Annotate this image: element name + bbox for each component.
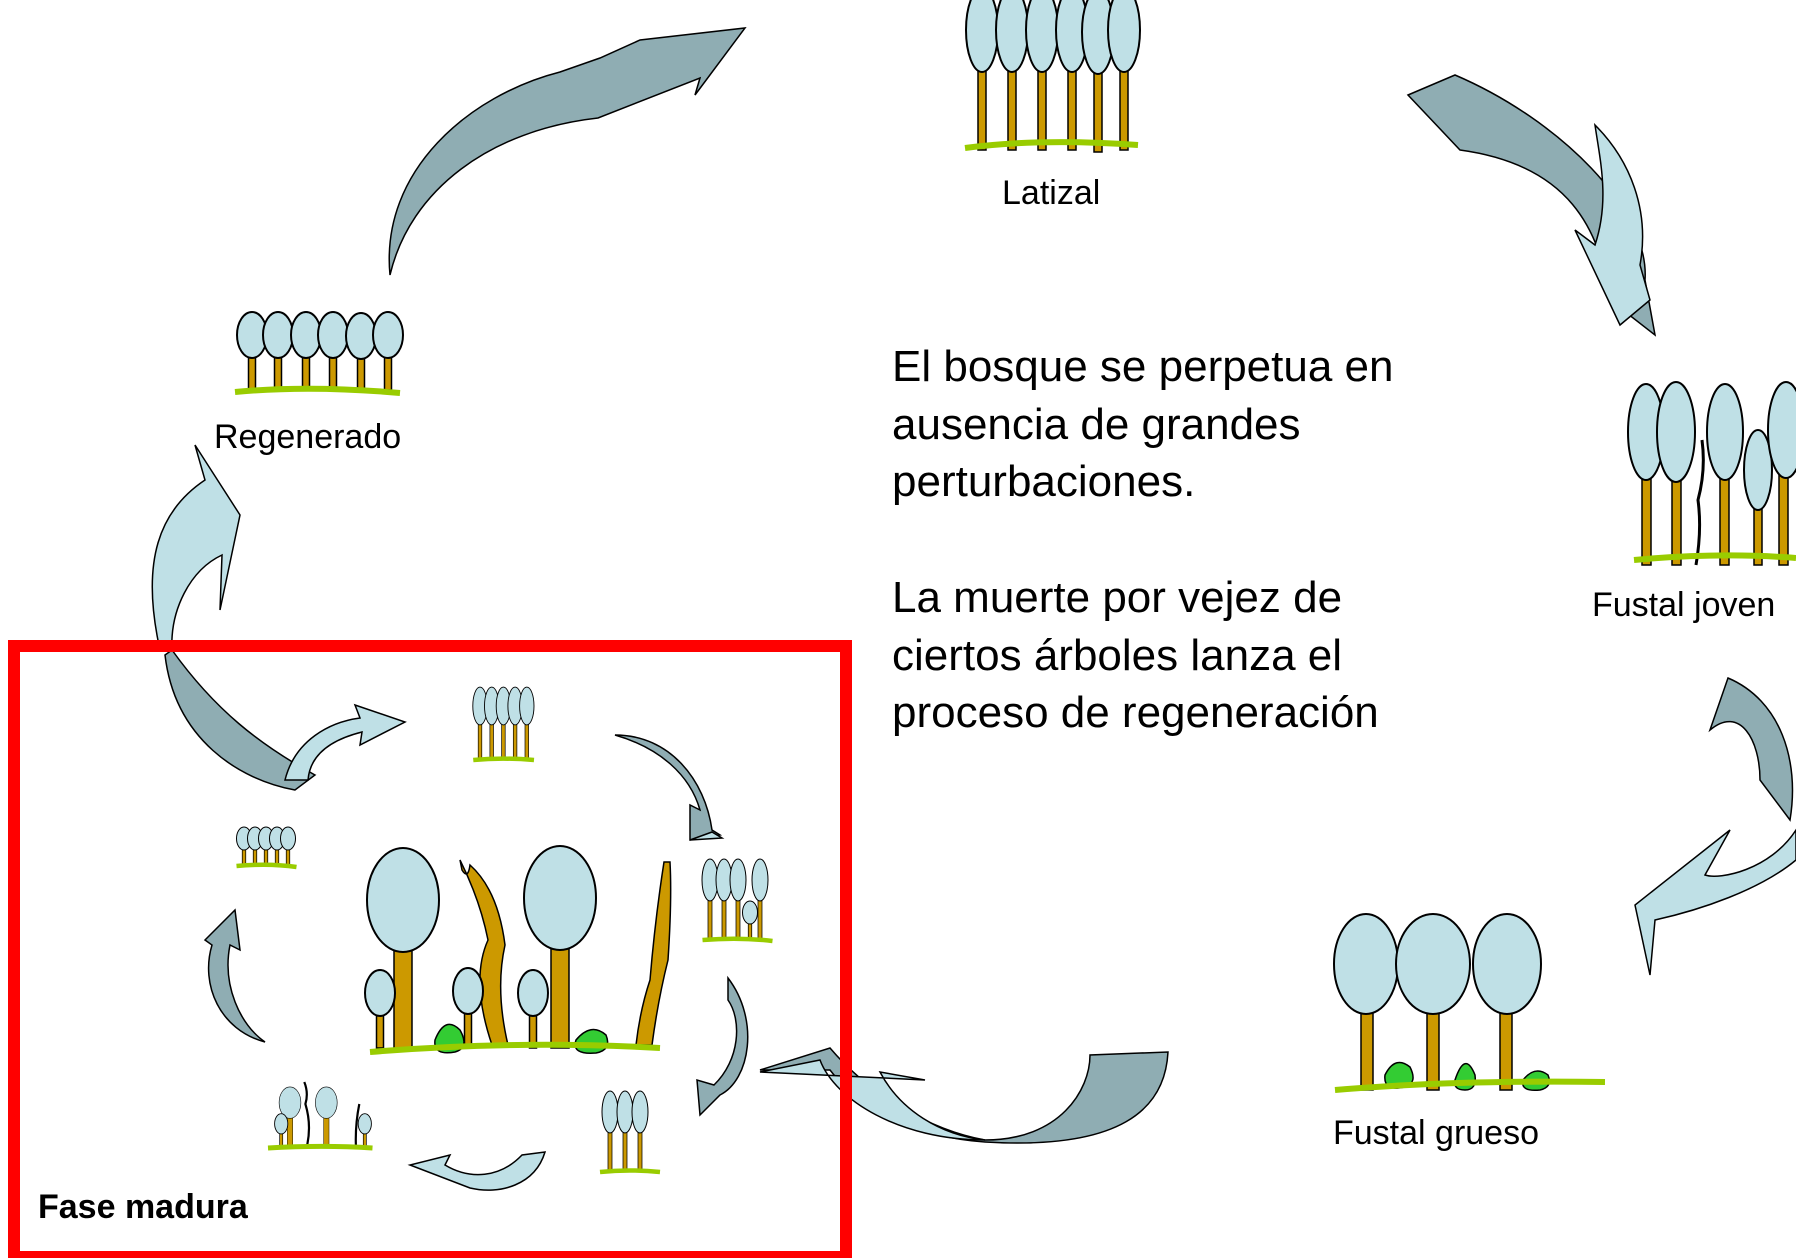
arrow-fase-madura-to-regenerado [151, 444, 241, 651]
description-text: El bosque se perpetua en ausencia de gra… [892, 338, 1412, 742]
mini-arrow-5 [203, 908, 266, 1043]
description-paragraph-1: El bosque se perpetua en ausencia de gra… [892, 342, 1394, 507]
fase-madura-title: Fase madura [38, 1188, 248, 1226]
fase-madura-frame [8, 640, 852, 1258]
label-regenerado: Regenerado [214, 418, 402, 456]
arrow-regenerado-to-latizal [388, 27, 747, 276]
regenerado-illustration [234, 311, 404, 396]
mini-arrow-3 [696, 975, 749, 1117]
arrow-fustal-grueso-to-fase-madura-head [759, 1059, 986, 1141]
mini-arrow-2 [614, 734, 723, 841]
mature-forest-illustration [364, 845, 672, 1055]
label-latizal: Latizal [1002, 174, 1101, 212]
mini-arrow-4 [407, 1151, 547, 1191]
mini-fustal-grueso [599, 1090, 661, 1175]
arrow-fustal-grueso-to-fase-madura [759, 1047, 1169, 1144]
arrow-fase-madura-to-regenerado-tail [164, 648, 317, 791]
fustal-joven-illustration [1627, 381, 1796, 566]
arrow-fustal-joven-to-fustal-grueso-head [1634, 828, 1796, 976]
arrow-fustal-joven-to-fustal-grueso [1708, 676, 1794, 822]
mini-fustal-joven [701, 858, 773, 944]
mini-arrow-2-head [689, 831, 725, 841]
label-fustal-grueso: Fustal grueso [1333, 1114, 1539, 1152]
latizal-illustration [964, 0, 1141, 153]
mini-regenerado [236, 826, 297, 870]
arrow-latizal-to-fustal-joven-head [1574, 122, 1651, 327]
mini-arrow-1 [284, 703, 407, 781]
label-fustal-joven: Fustal joven [1592, 586, 1776, 624]
mini-latizal [472, 686, 535, 763]
mini-gap-phase [267, 1081, 373, 1151]
description-paragraph-2: La muerte por vejez de ciertos árboles l… [892, 572, 1379, 738]
fustal-grueso-illustration [1333, 913, 1606, 1093]
